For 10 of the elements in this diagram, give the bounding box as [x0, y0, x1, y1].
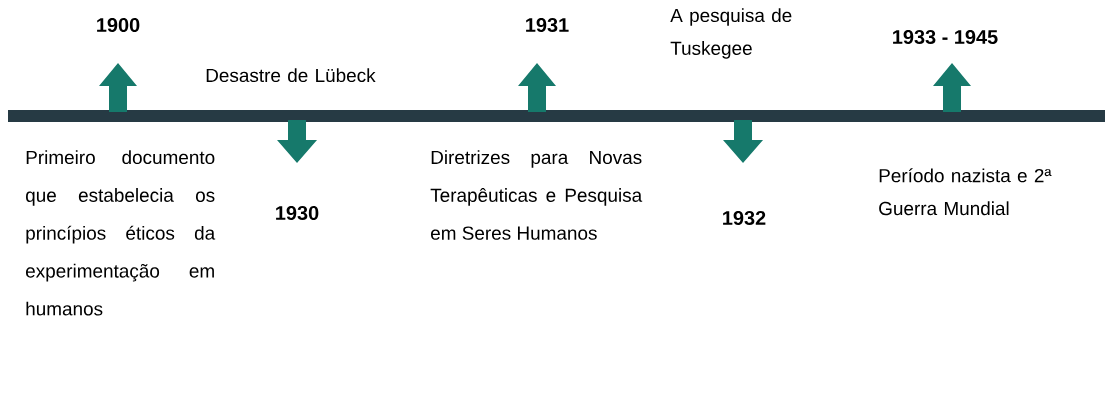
year-label: 1931: [526, 17, 569, 33]
event-description: Diretrizes para Novas Terapêuticas e Pesquisa em Seres Humanos: [430, 150, 643, 240]
year-label: 1930: [276, 205, 319, 221]
event-label: A pesquisa de Tuskegee: [670, 8, 792, 59]
year-label: 1900: [97, 17, 140, 33]
event-label: Período nazista e 2ª Guerra Mundial: [879, 168, 1052, 216]
year-label: 1933 - 1945: [893, 29, 998, 45]
event-label: Desastre de Lübeck: [206, 68, 376, 83]
year-label: 1932: [723, 210, 766, 226]
event-description: Primeiro documento que estabelecia os princípios éticos da experimentação em humanos: [26, 150, 216, 316]
